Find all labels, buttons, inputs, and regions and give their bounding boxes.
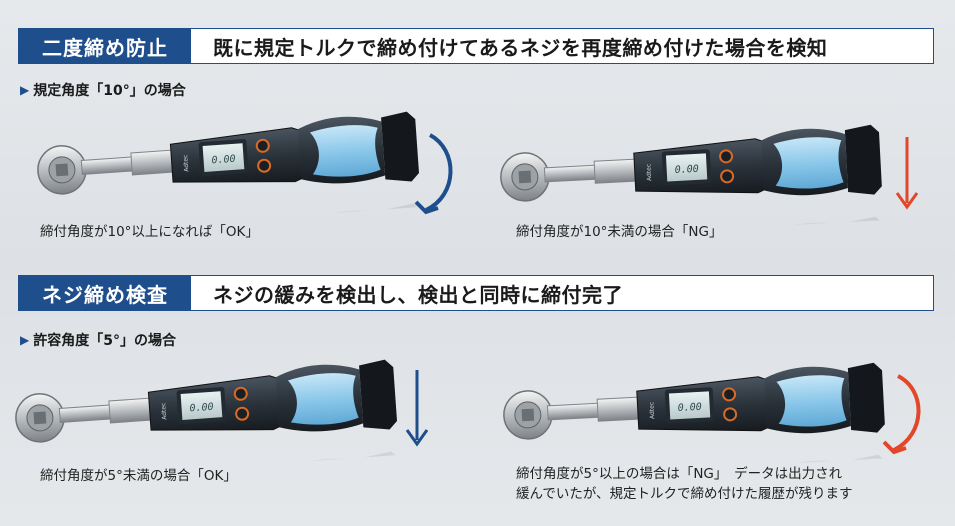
section-1-subheading: ▶ 規定角度「10°」の場合 [20,80,186,100]
down-arrow-icon [895,137,919,210]
torque-wrench-illustration [498,358,898,468]
section-2-subheading-text: 許容角度「5°」の場合 [33,333,176,349]
section-1-banner: 二度締め防止 既に規定トルクで締め付けてあるネジを再度締め付けた場合を検知 [18,28,934,64]
section-2-description: ネジの緩みを検出し、検出と同時に締付完了 [213,282,623,307]
section-2-subheading: ▶ 許容角度「5°」の場合 [20,330,176,350]
down-arrow-icon [405,370,429,447]
section-2-right-caption-line-1: 締付角度が5°以上の場合は「NG」 データは出力され [516,466,843,482]
section-2-left-caption: 締付角度が5°未満の場合「OK」 [40,468,237,484]
section-1-tag: 二度締め防止 [19,29,191,63]
section-1-subheading-text: 規定角度「10°」の場合 [33,83,186,99]
section-1-right-caption: 締付角度が10°未満の場合「NG」 [516,224,723,240]
curved-arrow-icon [414,133,453,215]
section-2-banner: ネジ締め検査 ネジの緩みを検出し、検出と同時に締付完了 [18,275,934,311]
section-1-description: 既に規定トルクで締め付けてあるネジを再度締め付けた場合を検知 [213,35,828,60]
curved-arrow-icon [882,374,921,455]
section-2-tag: ネジ締め検査 [19,276,191,310]
triangle-bullet-icon: ▶ [20,83,30,97]
section-1-left-caption: 締付角度が10°以上になれば「OK」 [40,224,259,240]
torque-wrench-illustration [10,358,410,468]
torque-wrench-illustration [495,120,895,230]
triangle-bullet-icon: ▶ [20,333,30,347]
torque-wrench-illustration [32,110,432,220]
section-2-right-caption: 締付角度が5°以上の場合は「NG」 データは出力され 緩んでいたが、規定トルクで… [516,464,853,504]
section-2-right-caption-line-2: 緩んでいたが、規定トルクで締め付けた履歴が残ります [516,486,853,502]
